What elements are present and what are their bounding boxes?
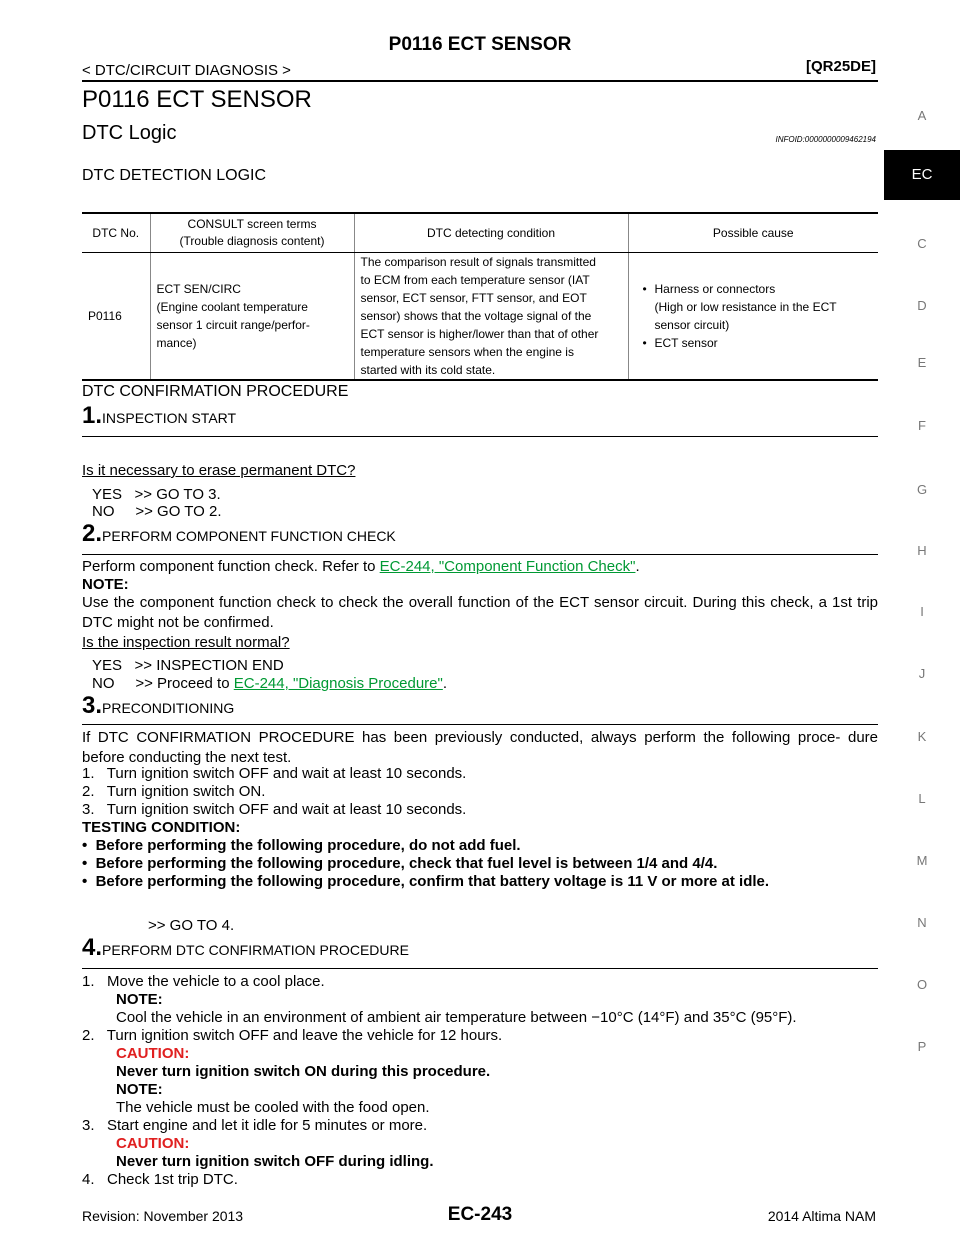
section-label: < DTC/CIRCUIT DIAGNOSIS > bbox=[82, 62, 291, 79]
side-index-tab[interactable]: O bbox=[916, 977, 928, 992]
diagnosis-procedure-link[interactable]: EC-244, "Diagnosis Procedure" bbox=[233, 675, 443, 692]
dtc-logic-table: DTC No. CONSULT screen terms (Trouble di… bbox=[82, 212, 878, 381]
testing-condition-label: TESTING CONDITION: bbox=[82, 819, 241, 836]
step-4-heading: 4.PERFORM DTC CONFIRMATION PROCEDURE bbox=[82, 934, 409, 962]
step-3-goto: >> GO TO 4. bbox=[148, 917, 235, 934]
table-header-row: DTC No. CONSULT screen terms (Trouble di… bbox=[82, 212, 878, 253]
procedure-item: 2. Turn ignition switch OFF and leave th… bbox=[82, 1027, 503, 1044]
testing-condition-text: Before performing the following procedur… bbox=[95, 855, 718, 872]
step-2-no-pre: NO >> Proceed to bbox=[92, 675, 234, 692]
step-rule bbox=[82, 968, 878, 969]
cell-consult: ECT SEN/CIRC (Engine coolant temperature… bbox=[149, 252, 354, 381]
step-number: 1. bbox=[82, 402, 103, 429]
running-title: P0116 ECT SENSOR bbox=[388, 34, 572, 55]
caution-text: Never turn ignition switch OFF during id… bbox=[116, 1153, 434, 1170]
precondition-item: 3. Turn ignition switch OFF and wait at … bbox=[82, 801, 467, 818]
precondition-item: 1. Turn ignition switch OFF and wait at … bbox=[82, 765, 467, 782]
caution-label: CAUTION: bbox=[116, 1045, 190, 1062]
step-3-heading: 3.PRECONDITIONING bbox=[82, 692, 234, 720]
info-id: INFOID:0000000009462194 bbox=[775, 135, 876, 144]
side-index-tab[interactable]: I bbox=[920, 604, 924, 619]
col-header-cause: Possible cause bbox=[627, 212, 878, 253]
cause-item: ECT sensor bbox=[643, 334, 873, 352]
step-2-note: Use the component function check to chec… bbox=[82, 594, 878, 631]
step-title: PERFORM DTC CONFIRMATION PROCEDURE bbox=[102, 942, 409, 958]
step-title: PRECONDITIONING bbox=[102, 700, 235, 716]
procedure-note: The vehicle must be cooled with the food… bbox=[116, 1099, 430, 1116]
testing-condition-item: • Before performing the following proced… bbox=[82, 837, 521, 854]
side-index-tab[interactable]: G bbox=[916, 482, 928, 497]
cell-causes: Harness or connectors (High or low resis… bbox=[627, 252, 878, 381]
testing-condition-item: • Before performing the following proced… bbox=[82, 855, 718, 872]
step-1-no: NO >> GO TO 2. bbox=[92, 503, 222, 520]
step-2-no: NO >> Proceed to EC-244, "Diagnosis Proc… bbox=[92, 675, 447, 692]
step-1-heading: 1.INSPECTION START bbox=[82, 402, 236, 430]
testing-condition-text: Before performing the following procedur… bbox=[95, 873, 770, 890]
step-title: INSPECTION START bbox=[102, 410, 237, 426]
cell-dtc-no: P0116 bbox=[82, 252, 150, 381]
procedure-item: 3. Start engine and let it idle for 5 mi… bbox=[82, 1117, 428, 1134]
step-number: 4. bbox=[82, 934, 103, 961]
component-function-check-link[interactable]: EC-244, "Component Function Check" bbox=[379, 558, 636, 575]
step-number: 2. bbox=[82, 520, 103, 547]
testing-condition-item: • Before performing the following proced… bbox=[82, 873, 770, 890]
engine-code: [QR25DE] bbox=[805, 58, 876, 75]
side-index-tab[interactable]: E bbox=[917, 355, 927, 370]
page-number: EC-243 bbox=[447, 1204, 513, 1225]
side-index-tab[interactable]: N bbox=[917, 915, 927, 930]
step-rule bbox=[82, 554, 878, 555]
procedure-item: 4. Check 1st trip DTC. bbox=[82, 1171, 238, 1188]
step-1-yes: YES >> GO TO 3. bbox=[92, 486, 221, 503]
detection-logic-heading: DTC DETECTION LOGIC bbox=[82, 167, 267, 184]
note-label: NOTE: bbox=[82, 576, 129, 593]
side-index-tab[interactable]: A bbox=[917, 108, 927, 123]
step-2-no-post: . bbox=[442, 675, 448, 692]
step-2-yes: YES >> INSPECTION END bbox=[92, 657, 284, 674]
side-index-tab[interactable]: M bbox=[916, 853, 928, 868]
step-2-heading: 2.PERFORM COMPONENT FUNCTION CHECK bbox=[82, 520, 396, 548]
note-label: NOTE: bbox=[116, 991, 163, 1008]
table-row: P0116 ECT SEN/CIRC (Engine coolant tempe… bbox=[82, 252, 878, 381]
side-index-active-label: EC bbox=[911, 166, 933, 183]
procedure-item: 1. Move the vehicle to a cool place. bbox=[82, 973, 325, 990]
step-title: PERFORM COMPONENT FUNCTION CHECK bbox=[102, 528, 396, 544]
col-header-condition: DTC detecting condition bbox=[353, 212, 628, 253]
precondition-item: 2. Turn ignition switch ON. bbox=[82, 783, 266, 800]
caution-text: Never turn ignition switch ON during thi… bbox=[116, 1063, 491, 1080]
side-index-tab[interactable]: J bbox=[918, 666, 926, 681]
step-2-text-post: . bbox=[635, 558, 640, 575]
step-rule bbox=[82, 436, 878, 437]
vehicle-model: 2014 Altima NAM bbox=[767, 1208, 876, 1224]
step-3-intro: If DTC CONFIRMATION PROCEDURE has been p… bbox=[82, 729, 878, 766]
side-index-tab[interactable]: C bbox=[917, 236, 927, 251]
caution-label: CAUTION: bbox=[116, 1135, 190, 1152]
step-2-text-pre: Perform component function check. Refer … bbox=[82, 558, 380, 575]
cause-item: Harness or connectors (High or low resis… bbox=[643, 280, 873, 334]
dtc-logic-heading: DTC Logic bbox=[82, 122, 177, 144]
side-index-tab[interactable]: K bbox=[917, 729, 927, 744]
side-index-tab[interactable]: P bbox=[917, 1039, 927, 1054]
col-header-consult: CONSULT screen terms (Trouble diagnosis … bbox=[149, 212, 354, 253]
side-index-tab[interactable]: H bbox=[917, 543, 927, 558]
testing-condition-text: Before performing the following procedur… bbox=[95, 837, 521, 854]
cell-condition: The comparison result of signals transmi… bbox=[353, 252, 628, 381]
side-index-tab[interactable]: F bbox=[918, 418, 926, 433]
col-header-dtc-no: DTC No. bbox=[82, 212, 150, 253]
side-index-active-tab[interactable]: EC bbox=[884, 150, 960, 200]
side-index-tab[interactable]: L bbox=[918, 791, 926, 806]
step-2-question: Is the inspection result normal? bbox=[82, 634, 290, 651]
header-rule bbox=[82, 80, 878, 82]
note-label: NOTE: bbox=[116, 1081, 163, 1098]
side-index-tab[interactable]: D bbox=[917, 298, 927, 313]
step-rule bbox=[82, 724, 878, 725]
step-2-text: Perform component function check. Refer … bbox=[82, 558, 640, 575]
page-title: P0116 ECT SENSOR bbox=[82, 86, 312, 113]
step-1-question: Is it necessary to erase permanent DTC? bbox=[82, 462, 356, 479]
revision-date: Revision: November 2013 bbox=[82, 1208, 244, 1224]
confirmation-heading: DTC CONFIRMATION PROCEDURE bbox=[82, 383, 349, 400]
step-number: 3. bbox=[82, 692, 103, 719]
procedure-note: Cool the vehicle in an environment of am… bbox=[116, 1009, 797, 1026]
